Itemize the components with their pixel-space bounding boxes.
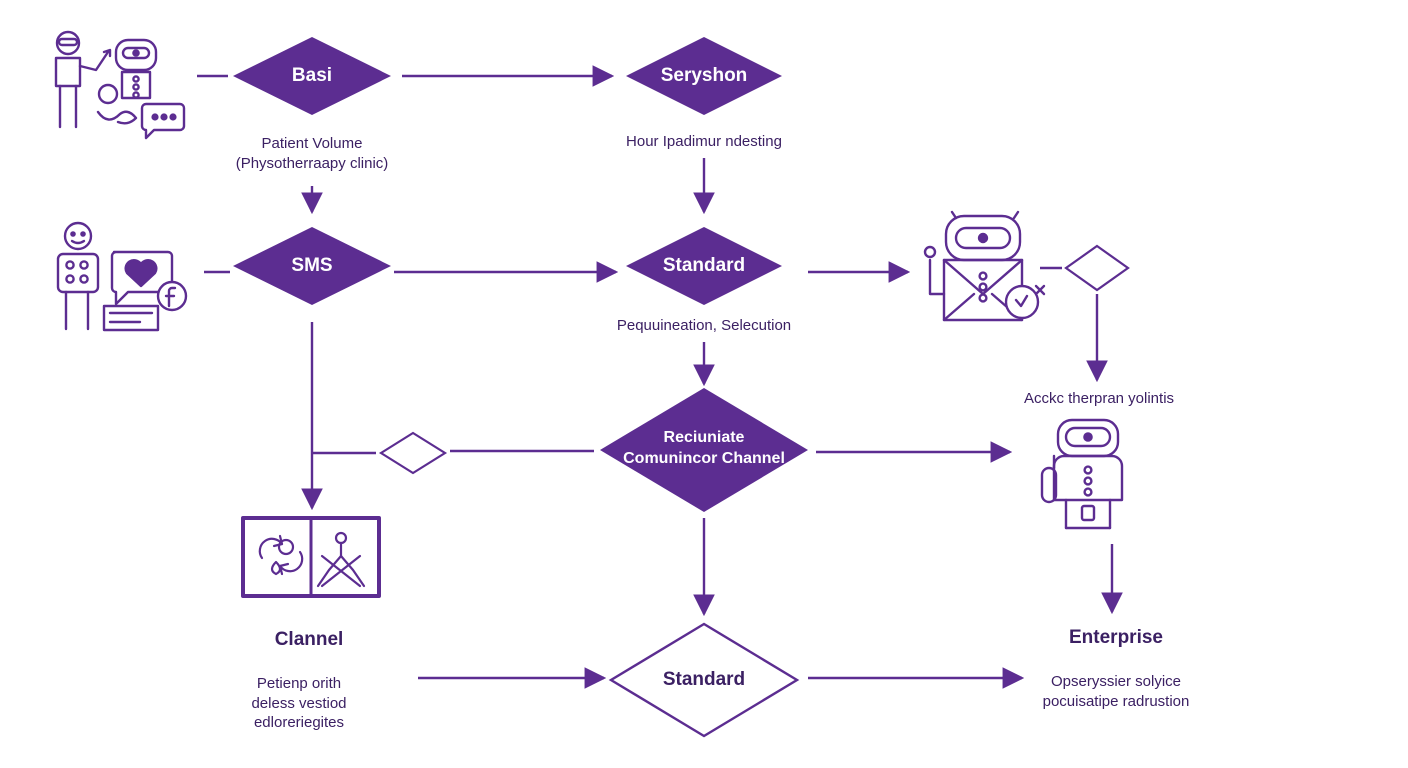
standard-top-diamond xyxy=(626,227,782,305)
selection-label: Pequuineation, Selecution xyxy=(616,317,792,334)
right-decision-diamond xyxy=(1064,244,1130,292)
communication-node-label: Reciuniate Comunincor Channel xyxy=(610,428,798,470)
small-decision-diamond xyxy=(378,431,448,475)
connectors xyxy=(197,65,1123,689)
enterprise-title: Enterprise xyxy=(1069,627,1163,648)
enterprise-description: Opseryssier solyice pocuisatipe radrusti… xyxy=(1016,672,1216,711)
sms-node-label: SMS xyxy=(291,255,333,276)
communication-diamond xyxy=(600,388,808,512)
communication-node-line2: Comunincor Channel xyxy=(623,449,785,467)
channel-desc-line1: Petienp orith xyxy=(256,675,342,692)
seryshon-node-label: Seryshon xyxy=(660,65,748,86)
standard-bottom-diamond xyxy=(608,622,800,738)
patient-volume-line1: Patient Volume xyxy=(261,135,363,152)
channel-desc-line2: deless vestiod xyxy=(251,694,347,712)
basi-node-label: Basi xyxy=(291,65,333,86)
person-robot-chat-icon xyxy=(54,30,186,140)
channel-title: Clannel xyxy=(274,629,344,650)
robot-envelope-clock-icon xyxy=(923,210,1046,322)
process-panel-icon xyxy=(241,516,381,598)
channel-description: Petienp orith deless vestiod edloreriegi… xyxy=(214,674,384,733)
person-heart-facebook-icon xyxy=(56,221,188,332)
channel-desc-line3: edloreriegites xyxy=(253,714,345,731)
enterprise-desc-line1: Opseryssier solyice xyxy=(1050,673,1182,690)
patient-volume-line2: (Physotherraapy clinic) xyxy=(235,154,389,172)
seryshon-diamond xyxy=(626,37,782,115)
enterprise-desc-line2: pocuisatipe radrustion xyxy=(1042,692,1190,710)
patient-volume-label: Patient Volume (Physotherraapy clinic) xyxy=(192,134,432,173)
robot-assistant-icon xyxy=(1040,418,1124,530)
basi-diamond xyxy=(233,37,391,115)
therapy-label: Acckc therpran yolintis xyxy=(1023,390,1175,407)
communication-node-line1: Reciuniate xyxy=(663,429,745,446)
sms-diamond xyxy=(233,227,391,305)
standard-top-node-label: Standard xyxy=(662,255,746,276)
hour-label: Hour Ipadimur ndesting xyxy=(626,133,782,150)
standard-bottom-node-label: Standard xyxy=(662,669,746,690)
